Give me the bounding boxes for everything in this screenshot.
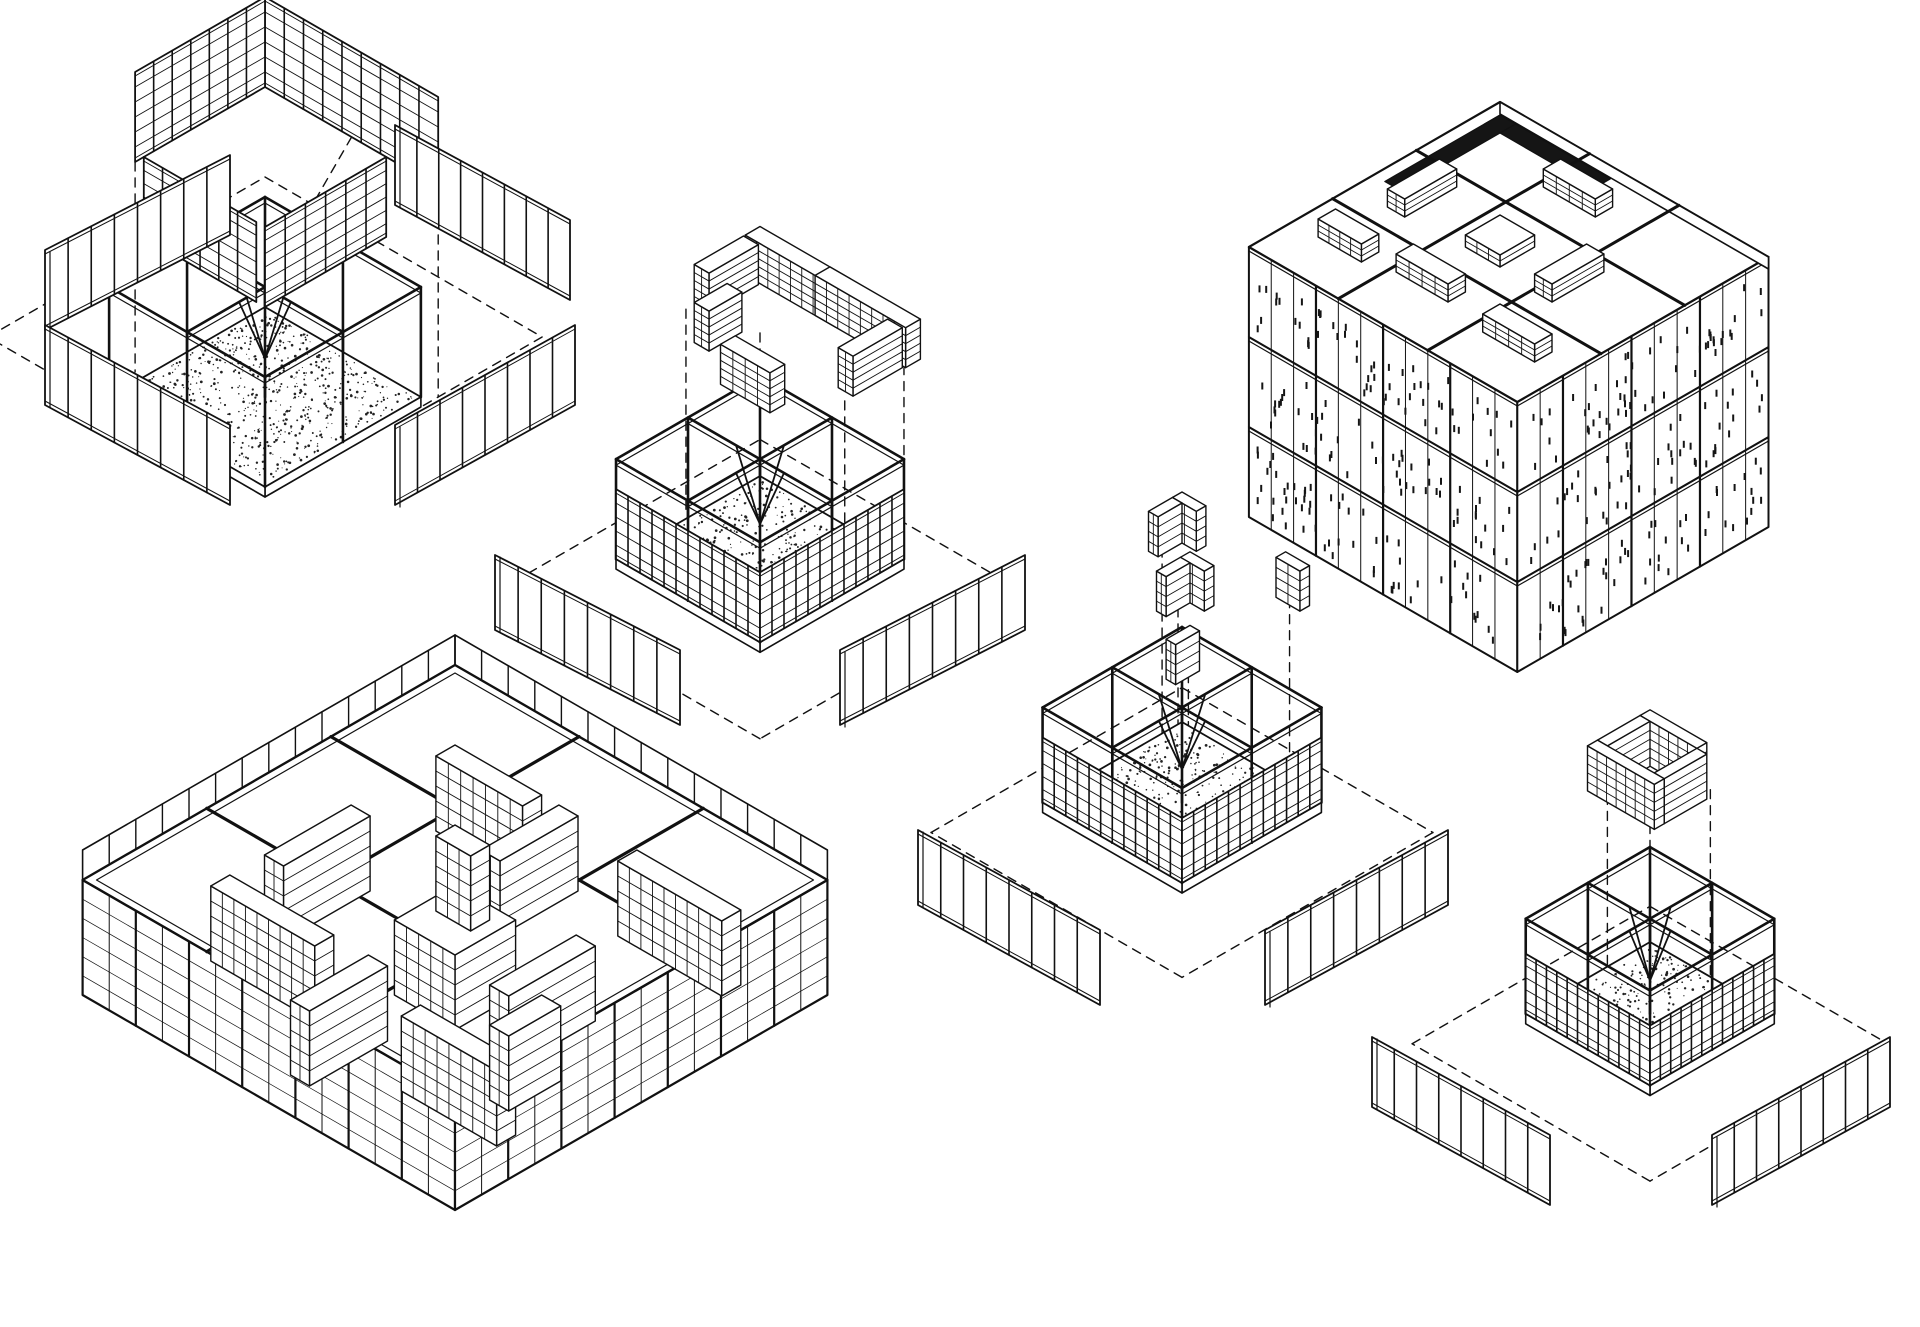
perimeter-shelving: [1649, 952, 1776, 1087]
glass-facade-panel: [1371, 1036, 1551, 1206]
shelving-unit: [1395, 243, 1467, 303]
glass-facade-panels: [917, 829, 1449, 1008]
shelving-unit: [289, 954, 389, 1087]
shelf-books: [1256, 284, 1763, 470]
glass-facade-panels: [1371, 1036, 1891, 1208]
perimeter-shelving: [759, 488, 905, 644]
glass-facade-panel: [394, 124, 571, 301]
roof-frame: [1247, 100, 1770, 404]
glass-facade-panels: [44, 124, 576, 508]
shelving-unit: [719, 335, 786, 414]
shelving-ring: [1586, 709, 1708, 831]
shelving-unit: [435, 824, 491, 932]
glass-facade-panel: [494, 554, 681, 726]
glass-facade-panel: [44, 154, 231, 333]
shelving-unit: [1386, 158, 1458, 218]
shelf-books: [1261, 370, 1763, 566]
corner-shelving-units: [1147, 491, 1311, 686]
perimeter-shelving: [1524, 952, 1776, 1087]
partition-wall: [264, 156, 388, 308]
perimeter-shelving: [1041, 736, 1183, 884]
shelving-units: [615, 225, 922, 644]
gravel-texture: [118, 315, 413, 478]
glass-facade-panel: [44, 324, 231, 506]
glass-facade-panel: [1264, 829, 1449, 1008]
shelving-unit: [837, 318, 903, 397]
glass-facade-panel: [917, 829, 1101, 1006]
glass-facade-panel: [839, 554, 1026, 728]
shelving-unit: [400, 1004, 517, 1147]
shelving-unit: [1533, 243, 1605, 303]
view-5-exploded: [1371, 709, 1891, 1208]
shelving-unit: [1481, 303, 1553, 363]
shelf-books: [1256, 446, 1763, 644]
shelving-unit: [488, 994, 562, 1112]
shelving-units: [210, 744, 742, 1147]
perimeter-shelving: [1041, 736, 1323, 884]
glass-facade-panels: [494, 554, 1026, 728]
shelving-unit: [1542, 158, 1614, 218]
shelving-unit: [1147, 496, 1183, 558]
perimeter-shelving: [1524, 952, 1651, 1087]
shelving-unit: [1464, 214, 1536, 268]
shelving-unit: [1165, 624, 1201, 686]
glass-facade-panel: [394, 324, 576, 508]
shelving-unit: [1275, 551, 1311, 612]
view-4-exploded: [917, 491, 1449, 1008]
view-3-three-storey: [1247, 100, 1770, 673]
storey-1: [1247, 426, 1770, 673]
view-2-exploded: [494, 225, 1026, 740]
shelving-unit: [1317, 208, 1380, 263]
shelving-unit: [617, 849, 742, 997]
perimeter-shelving: [1181, 736, 1323, 884]
shelving-unit: [1586, 739, 1665, 831]
shelving-unit: [1155, 556, 1191, 618]
glass-facade-panel: [1711, 1036, 1891, 1208]
storey-2: [1247, 336, 1770, 583]
shelving-units: [1317, 158, 1614, 363]
view-6-single-storey: [81, 634, 829, 1212]
perimeter-shelving: [615, 488, 761, 644]
view-1-exploded: [0, 0, 576, 508]
partition-wall: [134, 0, 266, 163]
